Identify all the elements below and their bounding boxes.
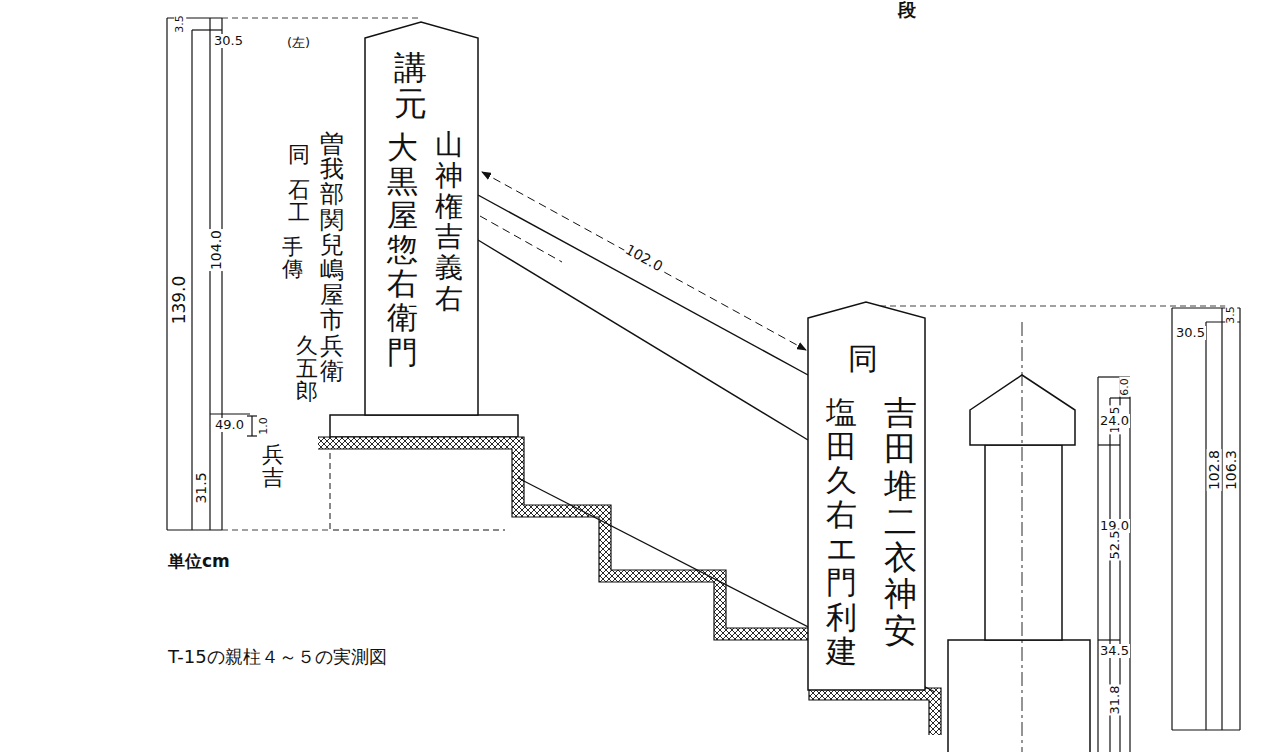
dimension-value: 30.5 [1175, 326, 1206, 340]
dimension-value: 106.3 [1224, 449, 1239, 491]
figure-caption: T-15の親柱４～５の実測図 [167, 648, 388, 667]
dimension-value: (左) [286, 36, 311, 50]
pillar-elevation [948, 375, 1090, 752]
dimension-value: 1.0 [258, 416, 270, 436]
note-label: 段 [897, 1, 917, 20]
side-inscription: 曽我部関兒嶋屋市兵衛 [320, 132, 344, 384]
side-inscription: 石工 [288, 178, 310, 224]
dimension-line [482, 172, 806, 350]
dimension-value: 6.0 [1119, 377, 1131, 397]
inscribed-pillar: 講元山神権吉義右大黒屋惣右衛門 [365, 20, 478, 415]
railing-line [478, 240, 808, 440]
dimension-value: 31.8 [1108, 685, 1122, 716]
dimension-bar [1098, 308, 1240, 752]
dimension-value: 31.5 [194, 471, 209, 504]
side-inscription: 久五郎 [296, 334, 318, 403]
inscribed-pillar: 同吉田堆二衣神安塩田久右エ門利建 [808, 300, 925, 690]
inscription: 山神権吉義右 [435, 130, 463, 315]
side-inscription: 手傳 [282, 236, 303, 280]
dimension-value: 102.0 [622, 241, 666, 274]
dimension-value: 24.0 [1099, 414, 1130, 428]
railing-line [478, 195, 808, 375]
dimension-value: 104.0 [209, 229, 224, 271]
pillar-base [330, 415, 518, 437]
inscription: 吉田堆二衣神安 [884, 395, 917, 649]
dimension-value: 139.0 [171, 275, 189, 326]
dimension-value: 102.8 [1207, 449, 1222, 491]
dimension-value: 49.0 [214, 418, 245, 432]
dimension-value: 3.5 [174, 14, 186, 34]
inscription: 塩田久右エ門利建 [826, 395, 857, 668]
inscription: 講元 [394, 50, 427, 123]
dimension-value: 3.5 [1225, 305, 1237, 325]
side-inscription: 同 [288, 143, 310, 166]
dimension-value: 30.5 [213, 34, 244, 48]
side-inscription: 兵吉 [262, 443, 284, 489]
dimension-value: 52.5 [1108, 530, 1122, 561]
inscription: 同 [848, 342, 878, 375]
note-label: 単位cm [167, 553, 231, 571]
dimension-bar [167, 18, 257, 530]
dimension-value: 34.5 [1099, 644, 1130, 658]
inscription: 大黒屋惣右衛門 [387, 130, 418, 369]
